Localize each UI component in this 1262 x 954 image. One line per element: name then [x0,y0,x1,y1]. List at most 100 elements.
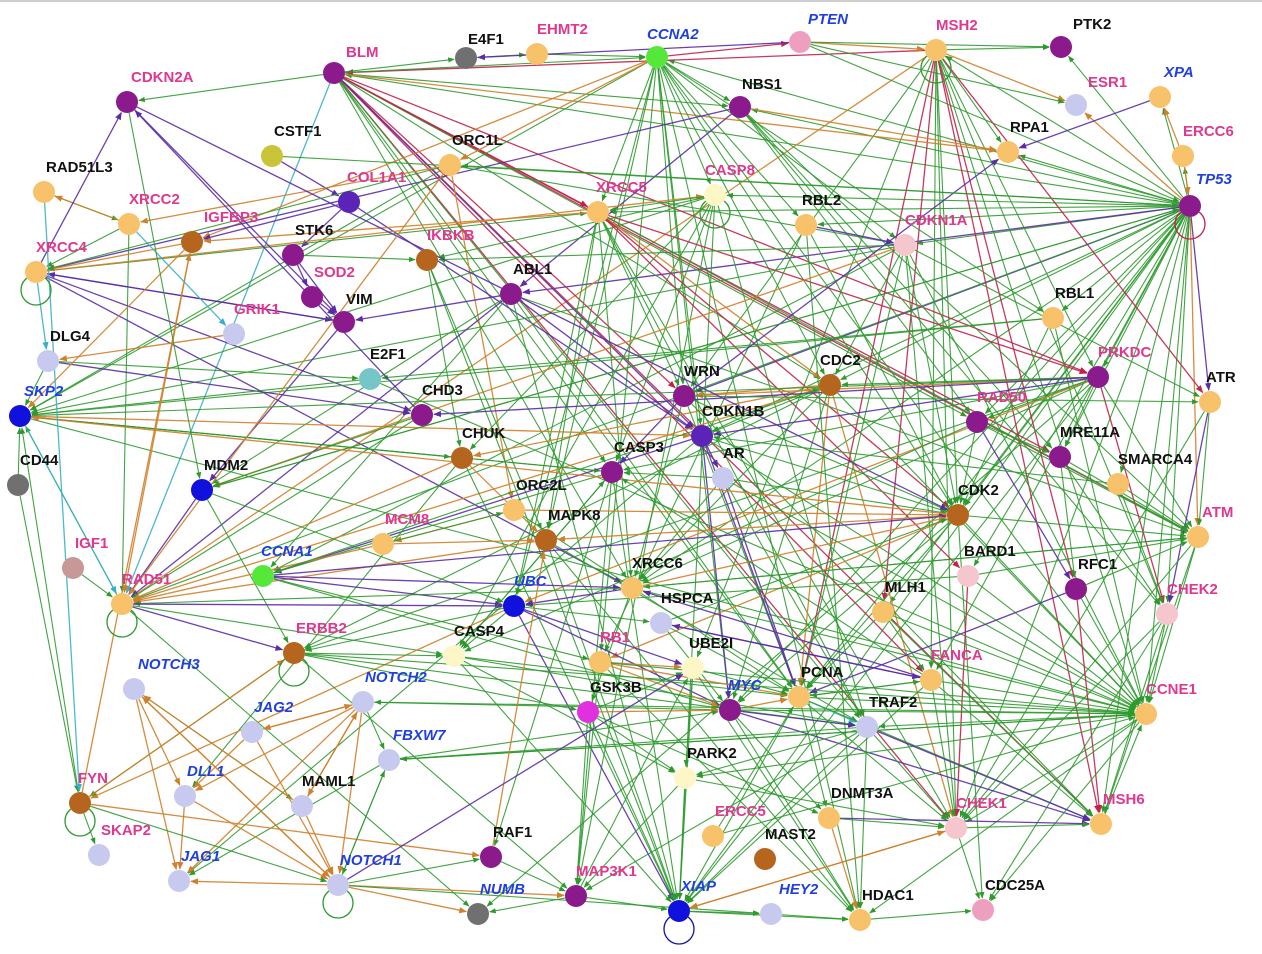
edge-atr-chek1 [961,411,1205,819]
node-ccna2 [646,46,668,68]
node-label-fanca: FANCA [931,647,983,664]
edge-msh2-esr1 [946,53,1066,102]
node-label-traf2: TRAF2 [869,694,917,711]
node-label-e2f1: E2F1 [370,346,406,363]
edge-dlg4-skp2 [24,370,44,406]
edge-xrcc6-rad51 [133,587,622,607]
edge-skp2-rad51 [24,425,117,595]
edge-mapk8-xiap [549,550,676,901]
edge-xrcc5-wrn [602,221,680,386]
edge-bard1-ubc [525,576,958,608]
edge-xiap-chek1 [689,830,946,909]
edge-cstf1-col1a1 [281,161,340,197]
node-vim [333,311,355,333]
edge-notch1-fbxw7 [341,770,385,876]
edge-rfc1-pcna [809,592,1066,694]
edge-ccna1-cdc2 [273,388,820,574]
edge-tp53-bard1 [973,215,1185,567]
node-label-ehmt2: EHMT2 [537,21,588,38]
edge-tp53-chek1 [959,216,1187,818]
edge-fanca-hspca [671,623,921,679]
node-label-notch2: NOTCH2 [365,669,427,686]
node-label-xrcc5: XRCC5 [596,179,647,196]
node-label-xrcc2: XRCC2 [129,191,180,208]
edge-msh2-pcna [799,60,935,687]
node-mlh1 [872,601,894,623]
node-label-ubc: UBC [514,573,548,590]
edge-raf1-mapk8 [492,551,546,847]
edge-rad50-rfc1 [982,431,1071,580]
node-tp53 [1179,195,1201,217]
edge-ubc-erbb2 [305,607,504,652]
edge-cdc2-cdkn1b [712,388,820,433]
edge-pten-esr1 [810,43,1065,104]
node-cdc25a [972,899,994,921]
edge-notch1-ube2i [347,673,684,880]
edge-prkdc-wrn [695,376,1088,399]
node-label-park2: PARK2 [687,745,737,762]
edge-ercc5-ccne1 [723,716,1136,834]
node-rb1 [589,651,611,673]
node-label-ercc6: ERCC6 [1183,123,1234,140]
node-gsk3b [577,701,599,723]
node-label-dll1: DLL1 [187,763,225,780]
edge-tp53-cdc2 [840,210,1181,381]
edge-cdk2-skp2 [31,414,948,515]
edge-ccna2-wrn [657,67,686,385]
edge-tp53-blm [345,73,1180,205]
edge-msh6-ccne1 [1104,724,1142,815]
node-label-rb1: RB1 [600,629,630,646]
edge-casp3-skp2 [31,415,602,472]
node-bard1 [957,565,979,587]
node-label-fyn: FYN [78,770,108,787]
edge-stk6-ikbkb [303,254,416,262]
node-label-map3k1: MAP3K1 [576,863,637,880]
node-ercc5 [702,825,724,847]
node-col1a1 [338,191,360,213]
edge-cstf1-tp53 [282,156,1179,208]
edge-chek2-chek1 [963,621,1160,820]
node-label-pten: PTEN [808,11,849,28]
edge-pcna-xiap [684,706,795,902]
edge-chd3-mdm2 [212,418,412,487]
edge-blm-msh6 [341,80,1093,817]
node-igfbp3 [181,231,203,253]
node-label-wrn: WRN [684,363,720,380]
edge-jag2-notch2 [262,703,353,730]
edge-prkdc-casp3 [623,378,1088,472]
node-map3k1 [565,885,587,907]
node-esr1 [1065,94,1087,116]
edge-msh2-cdk2 [935,60,960,504]
edge-cdkn2a-cdk2 [136,106,948,511]
edge-orc1l-skp2 [29,170,441,411]
top-border [0,0,1262,2]
edge-fyn-erbb2 [88,659,285,798]
node-label-orc2l: ORC2L [516,477,567,494]
node-xrcc2 [118,213,140,235]
edge-blm-xrcc6 [339,82,627,579]
edge-traf2-map3k1 [585,732,858,891]
edge-hey2-hdac1 [781,914,849,922]
node-label-rbl1: RBL1 [1055,285,1094,302]
node-label-rbl2: RBL2 [802,192,841,209]
edge-xrcc2-rad51l3 [54,195,119,221]
node-xrcc5 [587,201,609,223]
node-orc2l [503,499,525,521]
node-skap2 [88,844,110,866]
node-cstf1 [261,145,283,167]
edge-ccna2-orc1l [459,61,648,161]
edge-notch1-map3k1 [348,884,565,899]
node-label-jag1: JAG1 [181,848,220,865]
edge-raf1-map3k1 [500,861,566,892]
edge-ccna2-cdc2 [661,66,825,375]
edge-tp53-ptk2 [1068,55,1184,198]
edge-park2-map3k1 [583,785,678,888]
node-cdkn2a [116,91,138,113]
node-label-ercc5: ERCC5 [715,803,766,820]
edge-xrcc4-xrcc5 [46,211,587,272]
node-label-notch1: NOTCH1 [340,852,402,869]
edge-notch2-dll1 [194,706,354,791]
node-label-numb: NUMB [480,881,525,898]
node-label-mre11a: MRE11A [1060,424,1120,441]
